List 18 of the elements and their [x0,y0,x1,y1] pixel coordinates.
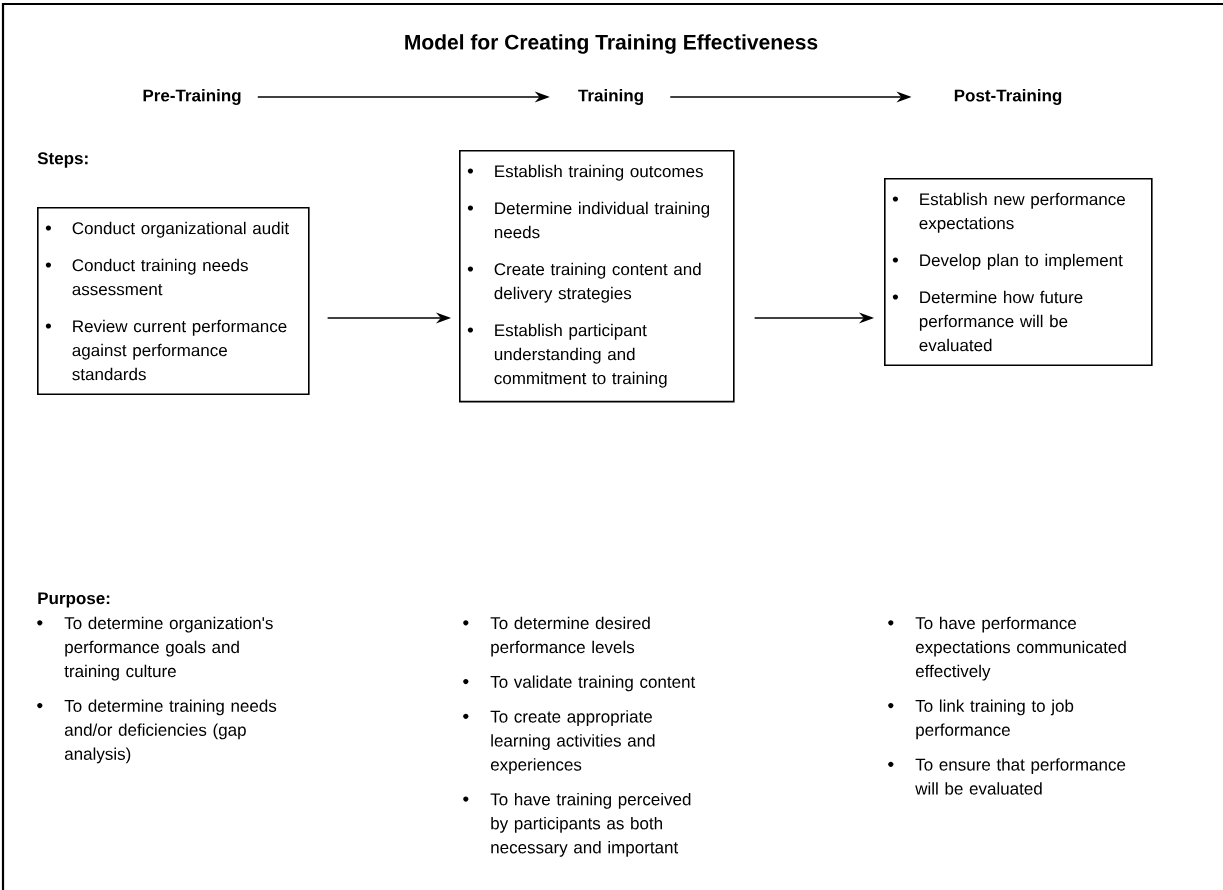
bullet-item: To validate training content [490,675,696,692]
bullet-item: To have performance expectations communicated effectively [915,616,1126,681]
bullet-item: To determine organization's performance goals and training culture [64,616,273,681]
steps-box: Conduct organizational audit Conduct training needs assessment Review current performance against performance standards [37,207,310,396]
steps-box: Establish new performance expectations Develop plan to implement Determine how future performance will be evaluated [884,178,1153,367]
section-heading: Purpose: [38,592,110,608]
section-heading: Steps: [37,152,88,168]
bullet-item: To determine desired performance levels [490,616,650,657]
bullet-item: To have training perceived by participants as both necessary and important [490,792,691,857]
phase-label: Post-Training [954,89,1062,105]
bullet-item: To ensure that performance will be evaluated [915,758,1126,795]
bullet-item: To link training to job performance [915,699,1074,740]
bullet-item: To create appropriate learning activities and experiences [490,710,655,775]
bullet-item: To determine training needs and/or deficiencies (gap analysis) [64,699,277,764]
phase-label: Pre-Training [143,89,241,105]
phase-label: Training [578,89,643,105]
steps-box: Establish training outcomes Determine individual training needs Create training content and delivery strategies Establish participant understanding and commitment to training [459,150,735,403]
title: Model for Creating Training Effectiveness [405,34,818,54]
